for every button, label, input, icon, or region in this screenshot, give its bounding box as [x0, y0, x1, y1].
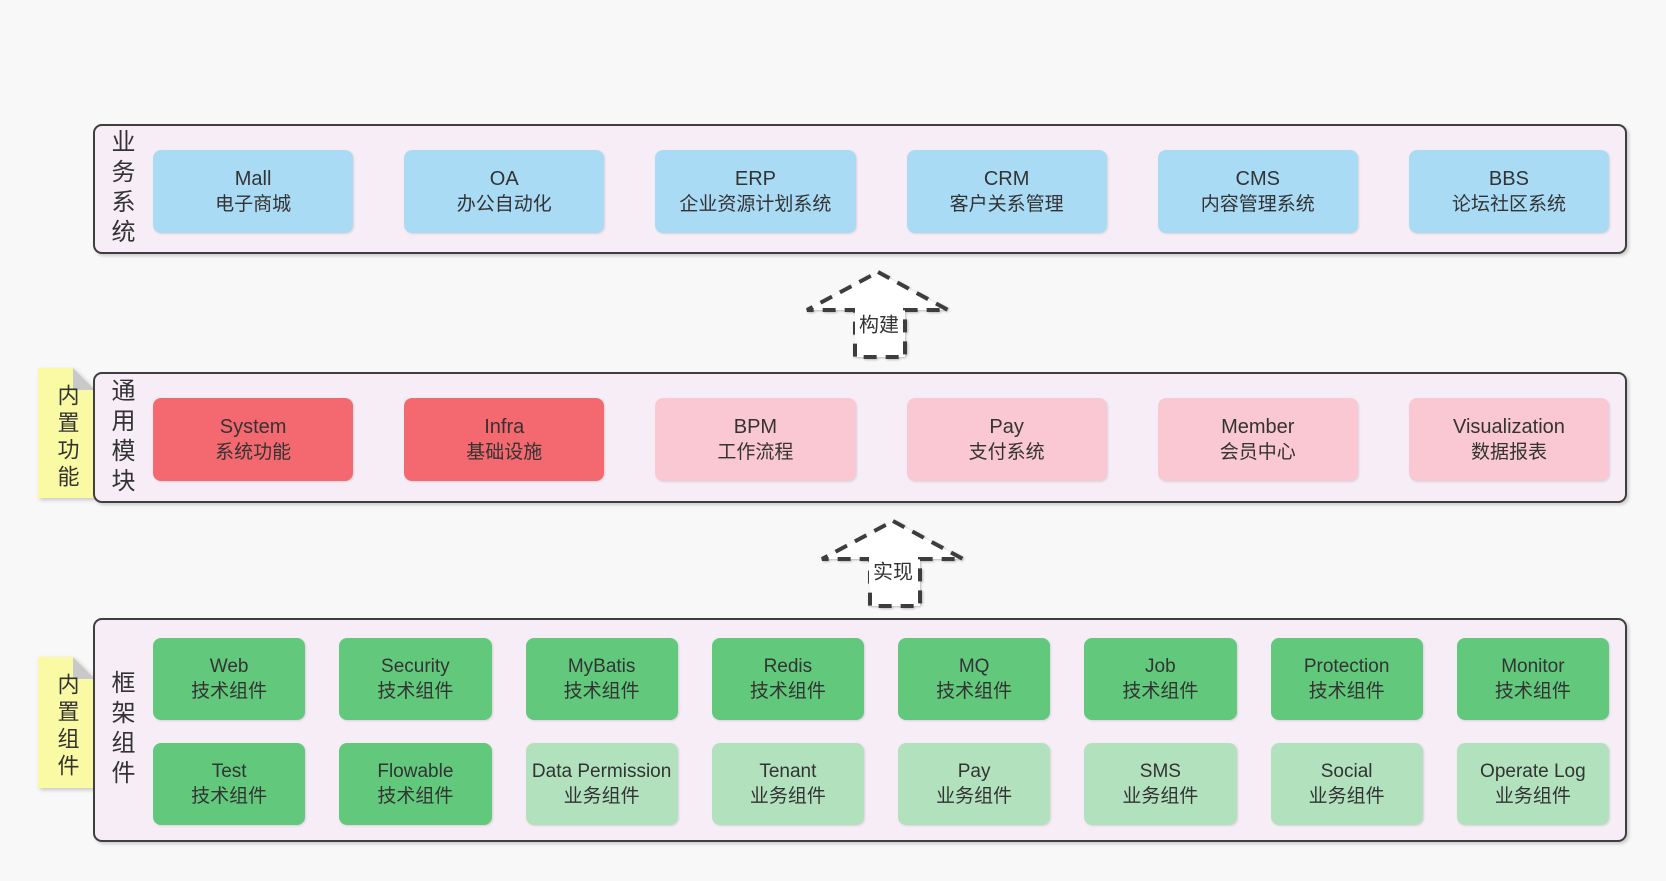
sticky-label: 内置功能 — [54, 384, 80, 492]
node-social: Social 业务组件 — [1270, 743, 1423, 825]
components-row-2: Test 技术组件 Flowable 技术组件 Data Permission … — [153, 743, 1609, 825]
node-erp: ERP 企业资源计划系统 — [655, 150, 856, 233]
node-monitor: Monitor 技术组件 — [1456, 638, 1609, 720]
node-mall: Mall 电子商城 — [153, 150, 354, 233]
arrow-label-implement: 实现 — [869, 554, 917, 586]
node-flowable: Flowable 技术组件 — [339, 743, 492, 825]
node-mq: MQ 技术组件 — [898, 638, 1051, 720]
node-crm: CRM 客户关系管理 — [906, 150, 1107, 233]
node-security: Security 技术组件 — [339, 638, 492, 720]
node-infra: Infra 基础设施 — [404, 398, 605, 481]
node-oa: OA 办公自动化 — [404, 150, 605, 233]
panel-framework-components: 框架组件 Web 技术组件 Security 技术组件 MyBatis 技术组件… — [93, 618, 1627, 842]
node-bbs: BBS 论坛社区系统 — [1408, 150, 1610, 233]
node-member: Member 会员中心 — [1157, 398, 1358, 481]
components-row-1: Web 技术组件 Security 技术组件 MyBatis 技术组件 Redi… — [153, 638, 1609, 720]
node-tenant: Tenant 业务组件 — [711, 743, 864, 825]
node-cms: CMS 内容管理系统 — [1157, 150, 1358, 233]
node-pay-module: Pay 支付系统 — [906, 398, 1107, 481]
panel-common-modules: 通用模块 System 系统功能 Infra 基础设施 BPM 工作流程 Pay… — [93, 372, 1627, 503]
sticky-note-built-in-components: 内置组件 — [38, 657, 95, 788]
node-job: Job 技术组件 — [1084, 638, 1237, 720]
panel-title-components: 框架组件 — [107, 670, 134, 790]
sticky-label: 内置组件 — [54, 673, 80, 781]
node-operate-log: Operate Log 业务组件 — [1456, 743, 1609, 825]
node-system: System 系统功能 — [153, 398, 354, 481]
node-mybatis: MyBatis 技术组件 — [525, 638, 678, 720]
node-visualization: Visualization 数据报表 — [1408, 398, 1610, 481]
panel-business-systems: 业务系统 Mall 电子商城 OA 办公自动化 ERP 企业资源计划系统 CRM… — [93, 124, 1627, 254]
sticky-note-built-in-functions: 内置功能 — [38, 368, 95, 498]
node-bpm: BPM 工作流程 — [655, 398, 856, 481]
panel-title-business: 业务系统 — [107, 129, 134, 249]
arrow-label-build: 构建 — [855, 307, 903, 339]
node-web: Web 技术组件 — [153, 638, 306, 720]
modules-box-row: System 系统功能 Infra 基础设施 BPM 工作流程 Pay 支付系统… — [153, 398, 1610, 481]
node-protection: Protection 技术组件 — [1270, 638, 1423, 720]
node-sms: SMS 业务组件 — [1084, 743, 1237, 825]
node-pay-component: Pay 业务组件 — [898, 743, 1051, 825]
node-redis: Redis 技术组件 — [711, 638, 864, 720]
node-data-permission: Data Permission 业务组件 — [525, 743, 678, 825]
panel-title-modules: 通用模块 — [107, 377, 134, 498]
node-test: Test 技术组件 — [153, 743, 306, 825]
business-box-row: Mall 电子商城 OA 办公自动化 ERP 企业资源计划系统 CRM 客户关系… — [153, 150, 1610, 233]
